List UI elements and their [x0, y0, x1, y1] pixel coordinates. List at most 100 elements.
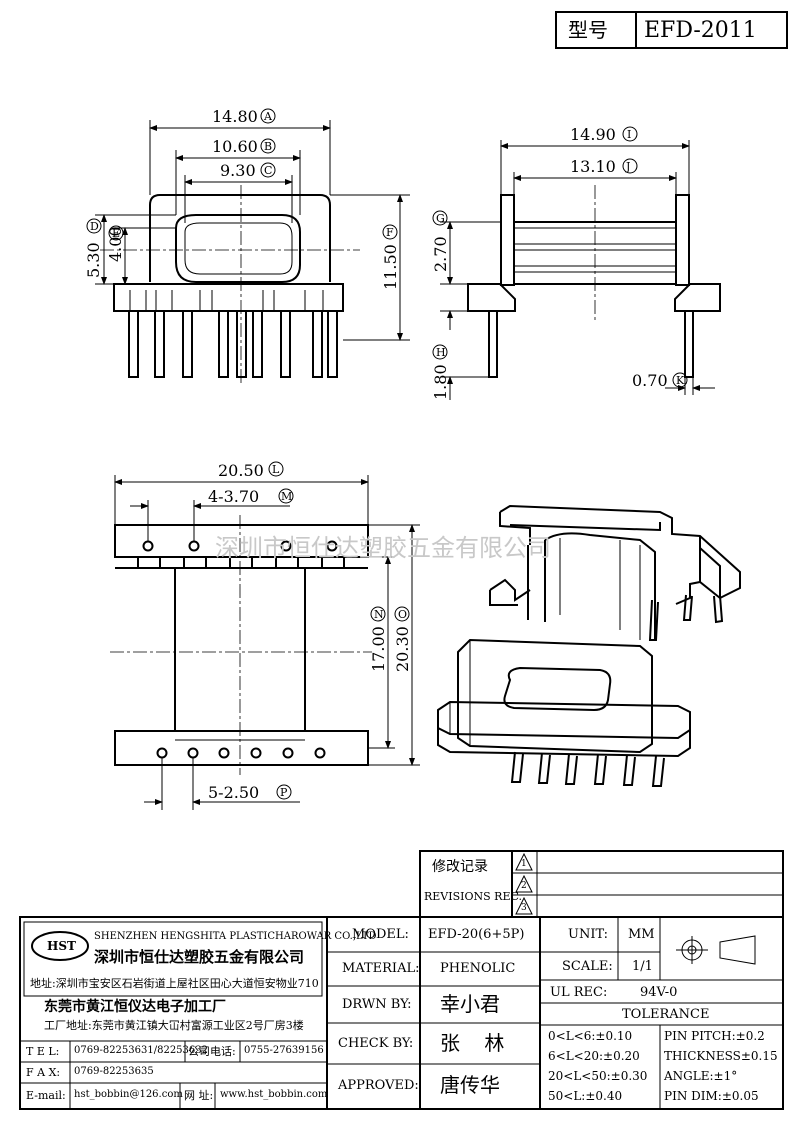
revision-2: 2 [521, 881, 527, 891]
angle-tolerance: ANGLE:±1° [664, 1069, 738, 1083]
tel-value: 0769-82253631/82253632 [74, 1045, 208, 1056]
unit-label: UNIT: [568, 927, 609, 942]
dim-C: 9.30 C [220, 161, 276, 180]
dim-I-value: 14.90 [570, 125, 616, 144]
drawn-value: 幸小君 [440, 992, 500, 1016]
ul-value: 94V-0 [640, 985, 678, 1000]
dim-O-value: 20.30 [393, 626, 412, 672]
dim-E-value: 4.00 [106, 226, 125, 262]
tolerance-1: 0<L<6:±0.10 [548, 1029, 633, 1043]
company-tel-label: 公司电话: [188, 1045, 236, 1058]
company-name-en: SHENZHEN HENGSHITA PLASTICHAROWAR CO.,LT… [94, 931, 377, 942]
dim-H: 1.80 H [431, 344, 450, 400]
title-block-grid [19, 916, 784, 1110]
approved-value: 唐传华 [440, 1073, 500, 1097]
watermark: 深圳市恒仕达塑胶五金有限公司 [215, 534, 551, 562]
isometric-view [437, 504, 741, 787]
thickness-tolerance: THICKNESS±0.15 [664, 1049, 778, 1063]
fax-label: F A X: [26, 1066, 61, 1079]
dim-I: 14.90 I [570, 125, 638, 144]
svg-text:I: I [627, 128, 631, 141]
svg-text:B: B [264, 140, 272, 153]
svg-text:E: E [112, 227, 120, 240]
approved-label: APPROVED: [338, 1078, 419, 1093]
dim-G: 2.70 G [431, 210, 450, 272]
dim-J: 13.10 J [570, 157, 638, 176]
tolerance-2: 6<L<20:±0.20 [548, 1049, 640, 1063]
dim-M-value: 4-3.70 [208, 487, 259, 506]
svg-text:M: M [281, 490, 292, 503]
svg-text:C: C [264, 164, 272, 177]
email-label: E-mail: [26, 1089, 66, 1102]
company-name-cn: 深圳市恒仕达塑胶五金有限公司 [94, 948, 305, 966]
logo-text: HST [47, 939, 76, 953]
revisions-title-cn: 修改记录 [432, 859, 488, 875]
revisions-title-en: REVISIONS REC. [424, 890, 522, 903]
dim-O: 20.30O [393, 606, 412, 672]
drawn-label: DRWN BY: [342, 997, 412, 1012]
tolerance-4: 50<L:±0.40 [548, 1089, 623, 1103]
web-value[interactable]: www.hst_bobbin.com [220, 1089, 328, 1100]
dim-H-value: 1.80 [431, 364, 450, 400]
svg-text:J: J [625, 160, 630, 173]
svg-text:L: L [272, 463, 280, 476]
top-pin-holes [142, 540, 338, 552]
material-value: PHENOLIC [440, 961, 516, 976]
svg-text:N: N [374, 608, 384, 621]
web-label: 网 址: [184, 1089, 214, 1102]
dim-K-value: 0.70 [632, 371, 668, 390]
dim-G-value: 2.70 [431, 236, 450, 272]
svg-text:D: D [90, 220, 99, 233]
company-logo [31, 931, 89, 961]
email-value[interactable]: hst_bobbin@126.com [74, 1089, 183, 1100]
revision-1: 1 [521, 859, 527, 869]
svg-text:F: F [386, 226, 394, 239]
dim-E: 4.00 [106, 226, 125, 262]
dim-N-value: 17.00 [369, 626, 388, 672]
pin-dim-tolerance: PIN DIM:±0.05 [664, 1089, 759, 1103]
tolerance-label: TOLERANCE [622, 1007, 710, 1022]
svg-text:H: H [436, 346, 446, 359]
pin-pitch-tolerance: PIN PITCH:±0.2 [664, 1029, 765, 1043]
dim-K: 0.70 K [632, 371, 688, 390]
model-value: EFD-20(6+5P) [428, 927, 525, 942]
dim-D: 5.30 [84, 242, 103, 278]
revision-3: 3 [521, 903, 527, 913]
fax-value: 0769-82253635 [74, 1066, 154, 1077]
model-label: MODEL: [352, 927, 409, 942]
dim-J-value: 13.10 [570, 157, 616, 176]
bottom-pin-holes [156, 747, 326, 759]
title-block [555, 11, 788, 49]
company-address: 地址:深圳市宝安区石岩街道上屋社区田心大道恒安物业710 [30, 977, 319, 990]
tolerance-3: 20<L<50:±0.30 [548, 1069, 648, 1083]
dim-P-value: 5-2.50 [208, 783, 259, 802]
type-label: 型号 [568, 18, 608, 42]
model-code: EFD-2011 [644, 18, 757, 43]
company-tel-value: 0755-27639156 [244, 1045, 324, 1056]
dim-E-marker: E [108, 225, 124, 241]
svg-text:G: G [436, 212, 445, 225]
factory-name: 东莞市黄江恒仪达电子加工厂 [44, 999, 226, 1015]
unit-value: MM [628, 927, 655, 942]
iso-pins [510, 594, 724, 787]
dim-D-marker: D [86, 218, 102, 234]
ul-label: UL REC: [550, 985, 608, 1000]
dim-F-value: 11.50 [381, 244, 400, 290]
factory-address: 工厂地址:东莞市黄江镇大冚村富源工业区2号厂房3楼 [44, 1019, 304, 1032]
svg-text:K: K [676, 374, 685, 387]
check-label: CHECK BY: [338, 1036, 414, 1051]
svg-text:A: A [263, 110, 273, 123]
dim-L-value: 20.50 [218, 461, 264, 480]
material-label: MATERIAL: [342, 961, 420, 976]
check-value: 张 林 [440, 1031, 505, 1055]
tel-label: T E L: [26, 1045, 60, 1058]
dim-M: 4-3.70 M [208, 487, 294, 506]
dim-L: 20.50 L [218, 461, 284, 480]
dim-C-value: 9.30 [220, 161, 256, 180]
scale-value: 1/1 [632, 959, 653, 974]
